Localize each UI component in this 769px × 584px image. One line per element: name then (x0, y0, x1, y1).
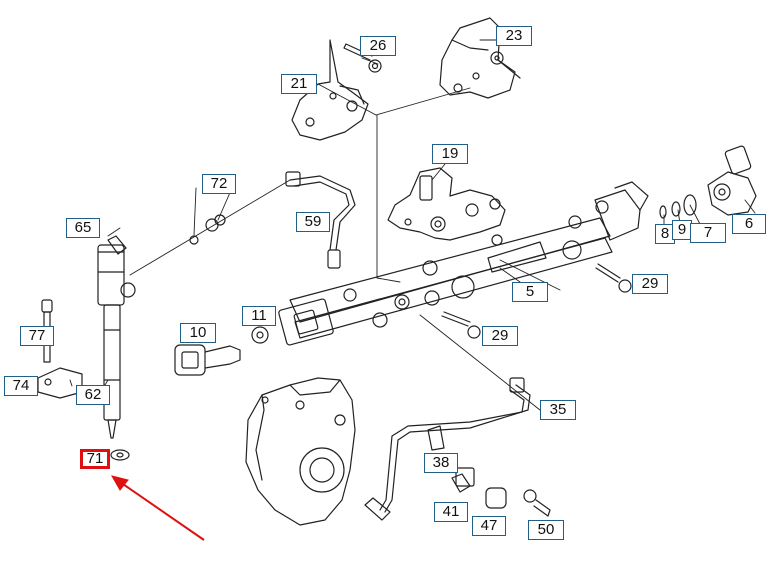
callout-47[interactable]: 47 (472, 516, 506, 536)
callout-62[interactable]: 62 (76, 385, 110, 405)
callout-23[interactable]: 23 (496, 26, 532, 46)
callout-29-upper[interactable]: 29 (632, 274, 668, 294)
callout-35[interactable]: 35 (540, 400, 576, 420)
callout-7[interactable]: 7 (690, 223, 726, 243)
callout-72[interactable]: 72 (202, 174, 236, 194)
injector-line-59 (285, 171, 356, 269)
callout-11[interactable]: 11 (242, 306, 276, 326)
callout-6[interactable]: 6 (732, 214, 766, 234)
bracket-19 (387, 167, 506, 241)
seal-ring-9 (671, 201, 681, 217)
callout-77[interactable]: 77 (20, 326, 54, 346)
washer-71 (110, 449, 130, 461)
callout-71-highlighted[interactable]: 71 (80, 449, 110, 469)
callout-21[interactable]: 21 (281, 74, 317, 94)
callout-29-lower[interactable]: 29 (482, 326, 518, 346)
callout-38[interactable]: 38 (424, 453, 458, 473)
callout-41[interactable]: 41 (434, 502, 468, 522)
callout-65[interactable]: 65 (66, 218, 100, 238)
injector-62 (97, 235, 136, 439)
callout-59[interactable]: 59 (296, 212, 330, 232)
seal-kit-72 (189, 214, 226, 245)
callout-5[interactable]: 5 (512, 282, 548, 302)
pressure-valve-6 (707, 145, 757, 216)
callout-74[interactable]: 74 (4, 376, 38, 396)
bolt-29b (441, 311, 481, 339)
bracket-21 (291, 39, 369, 141)
sensor-10 (174, 344, 241, 376)
callout-9[interactable]: 9 (672, 220, 692, 240)
bolt-50 (523, 489, 551, 517)
seal-ring-8 (659, 205, 667, 219)
callout-10[interactable]: 10 (180, 323, 216, 343)
bolt-29a (595, 263, 632, 293)
fuel-rail-5 (278, 181, 649, 346)
holder-41 (451, 473, 471, 493)
clip-38 (455, 467, 475, 487)
pressure-line-35 (364, 377, 531, 521)
leader-lines (69, 39, 756, 411)
callout-26[interactable]: 26 (360, 36, 396, 56)
seal-ring-7 (683, 194, 697, 216)
callout-50[interactable]: 50 (528, 520, 564, 540)
highlight-arrow (110, 475, 205, 541)
seal-11 (251, 326, 269, 344)
damper-47 (485, 487, 507, 509)
callout-19[interactable]: 19 (432, 144, 468, 164)
high-pressure-pump (245, 377, 356, 526)
